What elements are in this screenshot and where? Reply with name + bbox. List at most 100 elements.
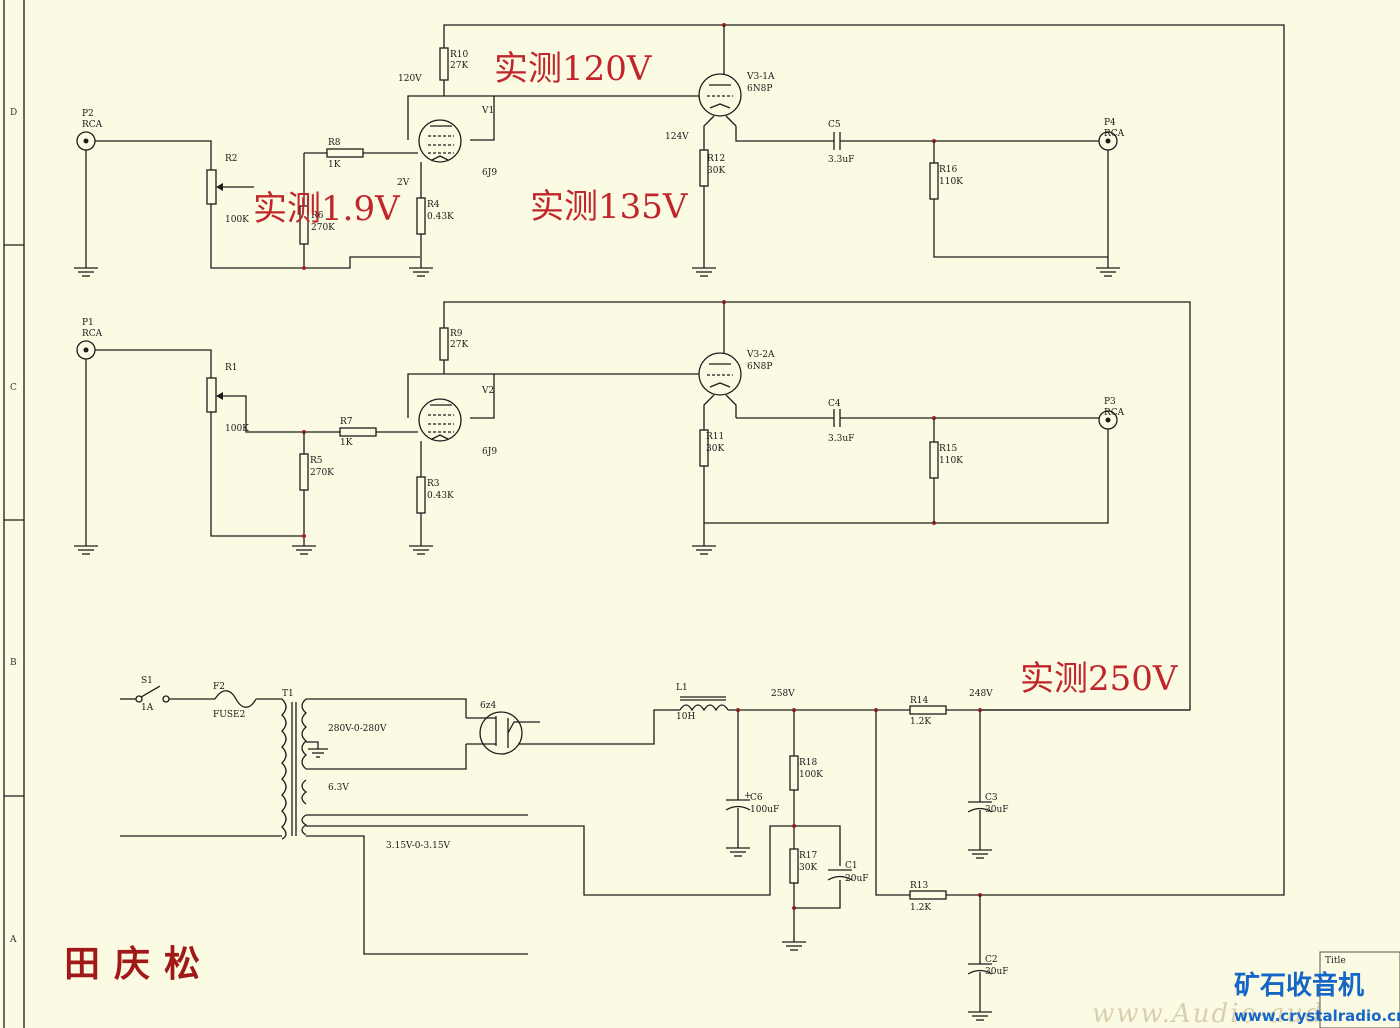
- crystalradio-logo: 矿石收音机: [1234, 970, 1364, 1001]
- r5-ref: R5: [310, 456, 323, 466]
- r18-resistor: [789, 755, 799, 791]
- v1-tube: V1 6J9: [407, 95, 497, 178]
- s1-value: 1A: [141, 703, 154, 713]
- r15-resistor: [929, 441, 939, 479]
- zone-label-a: A: [9, 935, 17, 945]
- c2-value: 30uF: [985, 967, 1009, 977]
- r4-resistor: [416, 197, 426, 235]
- r15-value: 110K: [939, 456, 963, 466]
- drawing-frame: D C B A: [3, 0, 25, 1028]
- t1-ref: T1: [282, 689, 294, 699]
- r16-value: 110K: [939, 177, 963, 187]
- r7-resistor: [339, 427, 377, 437]
- r8-ref: R8: [328, 138, 341, 148]
- v1-cathode-voltage: 2V: [397, 178, 410, 188]
- p2-ref: P2: [82, 109, 94, 119]
- note-1-9v: 实测1.9V: [253, 189, 401, 229]
- r12-value: 30K: [707, 166, 725, 176]
- r5-value: 270K: [310, 468, 334, 478]
- r1-potentiometer: R1 100K: [206, 363, 304, 434]
- author-signature: 田庆松: [64, 943, 214, 985]
- r13-value: 1.2K: [910, 903, 931, 913]
- p1-type: RCA: [82, 329, 103, 339]
- r3-value: 0.43K: [427, 491, 454, 501]
- c1-ref: C1: [845, 861, 858, 871]
- c3-value: 30uF: [985, 805, 1009, 815]
- r14-value: 1.2K: [910, 717, 931, 727]
- c1-value: 20uF: [845, 874, 869, 884]
- v3-2a-tube: V3-2A 6N8P: [698, 302, 775, 396]
- v3-1a-tube: V3-1A 6N8P: [698, 25, 775, 117]
- title-block: Title: [1319, 951, 1400, 1028]
- note-250v: 实测250V: [1020, 659, 1179, 699]
- c6-ref: C6: [750, 793, 763, 803]
- r16-ref: R16: [939, 165, 958, 175]
- voltage-248v: 248V: [969, 689, 993, 699]
- hv-winding-label: 280V-0-280V: [328, 724, 387, 734]
- r2-ref: R2: [225, 154, 238, 164]
- rectifier-type: 6z4: [480, 701, 496, 711]
- p4-type: RCA: [1104, 129, 1125, 139]
- v2-type: 6J9: [482, 447, 497, 457]
- v1-type: 6J9: [482, 168, 497, 178]
- p3-rca-jack: P3 RCA: [1098, 397, 1125, 430]
- c4-ref: C4: [828, 399, 841, 409]
- r13-ref: R13: [910, 881, 929, 891]
- r7-ref: R7: [340, 417, 353, 427]
- r5-resistor: [299, 453, 309, 491]
- r9-ref: R9: [450, 329, 463, 339]
- r17-ref: R17: [799, 851, 818, 861]
- r2-value: 100K: [225, 215, 249, 225]
- r3-ref: R3: [427, 479, 440, 489]
- r18-ref: R18: [799, 758, 818, 768]
- s1-switch: S1 1A: [120, 676, 170, 713]
- filament-winding-label: 6.3V: [328, 783, 349, 793]
- channel-1: P2 RCA R2 100K R8 1K R6 270K R10 27K: [74, 25, 1125, 277]
- c4-value: 3.3uF: [828, 434, 854, 444]
- r4-ref: R4: [427, 200, 440, 210]
- v3-1a-ref: V3-1A: [746, 72, 775, 82]
- v3-1a-cathode-voltage: 124V: [665, 132, 689, 142]
- c5-ref: C5: [828, 120, 841, 130]
- f2-ref: F2: [213, 682, 225, 692]
- l1-value: 10H: [676, 712, 695, 722]
- r7-value: 1K: [340, 438, 353, 448]
- r14-ref: R14: [910, 696, 929, 706]
- p1-rca-jack: P1 RCA: [76, 318, 103, 360]
- p4-ref: P4: [1104, 118, 1116, 128]
- heater-winding-label: 3.15V-0-3.15V: [386, 841, 451, 851]
- r4-value: 0.43K: [427, 212, 454, 222]
- crystalradio-url: www.crystalradio.cn: [1234, 1007, 1400, 1025]
- c2-ref: C2: [985, 955, 998, 965]
- v1-plate-voltage: 120V: [398, 74, 422, 84]
- r13-resistor: [909, 890, 947, 900]
- c6-plus: +: [744, 791, 752, 801]
- zone-label-d: D: [10, 108, 17, 118]
- power-supply: S1 1A F2 FUSE2 T1 280V-0-280V 6.3V: [120, 676, 1190, 1021]
- r18-value: 100K: [799, 770, 823, 780]
- s1-ref: S1: [141, 676, 153, 686]
- v3-2a-ref: V3-2A: [746, 350, 775, 360]
- v2-tube: V2 6J9: [407, 373, 497, 457]
- r11-value: 30K: [706, 444, 724, 454]
- note-135v: 实测135V: [530, 187, 689, 227]
- r9-value: 27K: [450, 340, 468, 350]
- r16-resistor: [929, 162, 939, 200]
- f2-fuse: F2 FUSE2: [213, 682, 257, 720]
- r12-ref: R12: [707, 154, 725, 164]
- c3-ref: C3: [985, 793, 998, 803]
- r6-value: 270K: [311, 223, 335, 233]
- r6-ref: R6: [311, 211, 324, 221]
- r10-ref: R10: [450, 50, 469, 60]
- zone-label-b: B: [10, 658, 17, 668]
- note-120v: 实测120V: [494, 49, 653, 89]
- v3-1a-type: 6N8P: [747, 84, 772, 94]
- p4-rca-jack: P4 RCA: [1098, 118, 1125, 151]
- l1-choke: L1 10H: [676, 683, 729, 722]
- r17-value: 30K: [799, 863, 817, 873]
- r11-ref: R11: [706, 432, 724, 442]
- p1-ref: P1: [82, 318, 94, 328]
- r2-potentiometer: R2 100K: [206, 154, 254, 225]
- c5-value: 3.3uF: [828, 155, 854, 165]
